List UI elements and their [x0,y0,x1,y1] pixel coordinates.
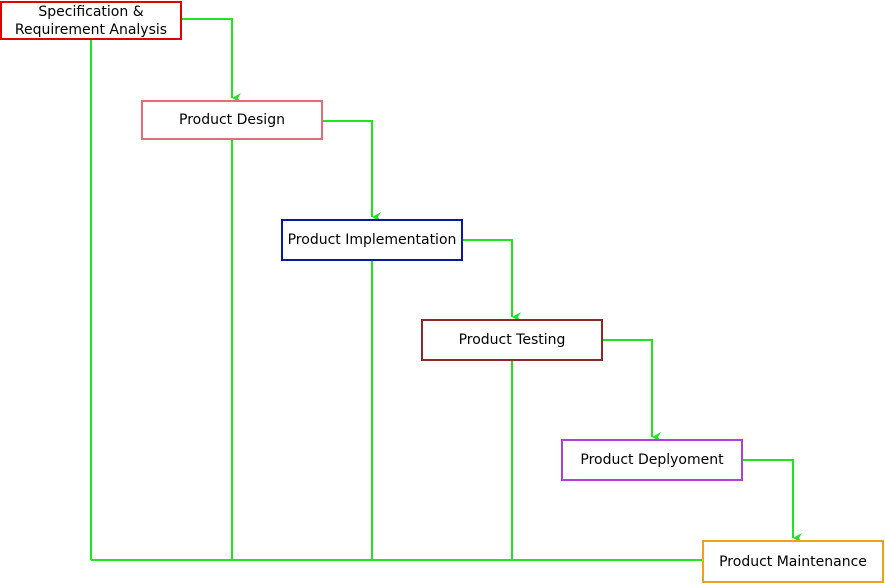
flow-arrow-testing-to-deployment [603,339,661,442]
step-box-maintenance[interactable]: Product Maintenance [702,540,884,583]
step-box-implementation[interactable]: Product Implementation [281,219,463,261]
step-box-specification[interactable]: Specification & Requirement Analysis [0,1,182,40]
step-box-testing[interactable]: Product Testing [421,319,603,361]
step-box-design[interactable]: Product Design [141,100,323,140]
flow-arrow-design-to-implementation [323,120,381,222]
flow-arrow-implementation-to-testing [463,239,521,322]
flow-arrow-specification-to-design [182,18,241,103]
flow-arrow-deployment-to-maintenance [743,459,802,543]
step-box-deployment[interactable]: Product Deplyoment [561,439,743,481]
